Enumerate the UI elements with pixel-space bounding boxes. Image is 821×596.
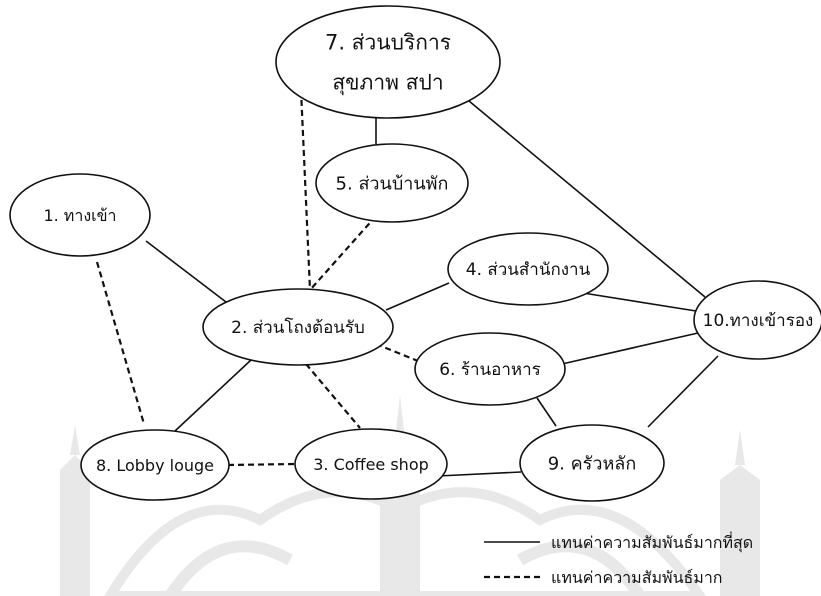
node-label: 6. ร้านอาหาร [439,360,541,380]
edge-n8-n3 [227,462,297,467]
node-ellipse [275,5,501,119]
node-ellipse [519,424,665,502]
edge-n6-n10 [561,332,699,365]
node-label: 2. ส่วนโถงต้อนรับ [231,317,365,338]
node-n8: 8. Lobby louge [80,429,230,501]
node-label: 8. Lobby louge [96,456,214,475]
edge-n1-n8 [95,261,146,425]
legend: แทนค่าความสัมพันธ์มากที่สุด แทนค่าความสั… [484,531,753,587]
edge-n2-n6 [375,342,419,363]
node-n5: 5. ส่วนบ้านพัก [315,143,469,223]
edge-n9-n10 [647,355,719,428]
node-label: 3. Coffee shop [313,455,429,474]
node-n1: 1. ทางเข้า [9,173,151,257]
edges-layer [95,89,719,477]
node-n3: 3. Coffee shop [294,428,448,500]
node-n9: 9. ครัวหลัก [519,424,665,502]
edge-n2-n8 [174,359,252,432]
node-label: 10.ทางเข้ารอง [703,311,814,331]
legend-weak-label: แทนค่าความสัมพันธ์มาก [551,568,722,587]
node-ellipse [693,280,821,360]
node-label: 7. ส่วนบริการ [325,31,451,55]
nodes-layer: 1. ทางเข้า 2. ส่วนโถงต้อนรับ 3. Coffee sho… [9,5,821,502]
edge-n1-n2 [145,240,227,303]
legend-strong-label: แทนค่าความสัมพันธ์มากที่สุด [551,531,753,553]
node-ellipse [202,288,394,366]
node-label: 9. ครัวหลัก [548,453,637,474]
node-ellipse [315,143,469,223]
node-n2: 2. ส่วนโถงต้อนรับ [202,288,394,366]
node-ellipse [294,428,448,500]
node-label: 1. ทางเข้า [43,206,116,225]
node-n4: 4. ส่วนสำนักงาน [447,232,609,306]
edge-n2-n3 [305,363,361,429]
edge-n3-n9 [437,471,522,477]
edge-n7-n10 [468,100,706,298]
node-ellipse [447,232,609,306]
node-label: สุขภาพ สปา [332,71,443,96]
edge-n2-n5 [309,215,377,291]
node-ellipse [414,332,566,406]
node-ellipse [9,173,151,257]
node-label: 4. ส่วนสำนักงาน [466,260,591,280]
node-n10: 10.ทางเข้ารอง [693,280,821,360]
edge-n4-n10 [582,292,697,312]
node-n6: 6. ร้านอาหาร [414,332,566,406]
node-ellipse [80,429,230,501]
edge-n2-n4 [385,282,450,311]
edge-n6-n9 [536,397,557,427]
edge-n2-n7 [299,89,312,291]
node-label: 5. ส่วนบ้านพัก [336,173,449,194]
